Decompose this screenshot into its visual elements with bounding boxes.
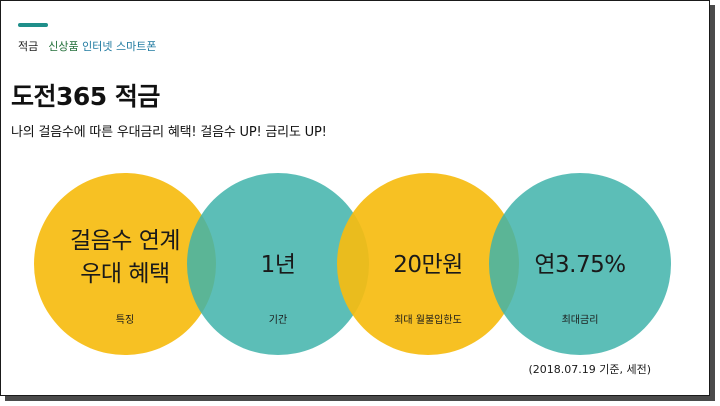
product-card: 적금 신상품 인터넷 스마트폰 도전365 적금 나의 걸음수에 따른 우대금리… <box>0 0 710 396</box>
breadcrumb: 적금 신상품 인터넷 스마트폰 <box>18 38 156 54</box>
feature-circle-rate: 연3.75% 최대금리 <box>489 173 671 355</box>
accent-bar <box>18 23 48 27</box>
breadcrumb-current: 적금 <box>18 40 39 53</box>
feature-circle-highlight: 걸음수 연계 우대 혜택 특징 <box>34 173 216 355</box>
breadcrumb-category-prefix: 신상품 <box>48 40 79 53</box>
feature-value: 1년 <box>260 252 296 278</box>
breadcrumb-category-middle: 인터넷 <box>82 40 113 53</box>
rate-basis-note: (2018.07.19 기준, 세전) <box>528 363 651 376</box>
breadcrumb-category-suffix: 스마트폰 <box>116 40 157 53</box>
feature-label: 특징 <box>115 315 135 326</box>
feature-value: 걸음수 연계 우대 혜택 <box>34 225 216 291</box>
feature-label: 최대 월불입한도 <box>394 315 462 326</box>
page-title: 도전365 적금 <box>11 82 160 111</box>
feature-label: 기간 <box>268 315 288 326</box>
feature-label: 최대금리 <box>561 315 599 326</box>
feature-value-line: 우대 혜택 <box>80 261 170 287</box>
breadcrumb-category-link[interactable]: 신상품 인터넷 스마트폰 <box>48 38 156 54</box>
feature-value-line: 걸음수 연계 <box>69 228 181 254</box>
feature-value: 20만원 <box>393 252 463 278</box>
feature-value: 연3.75% <box>534 252 626 278</box>
page-subtitle: 나의 걸음수에 따른 우대금리 혜택! 걸음수 UP! 금리도 UP! <box>11 125 327 140</box>
feature-circle-limit: 20만원 최대 월불입한도 <box>337 173 519 355</box>
